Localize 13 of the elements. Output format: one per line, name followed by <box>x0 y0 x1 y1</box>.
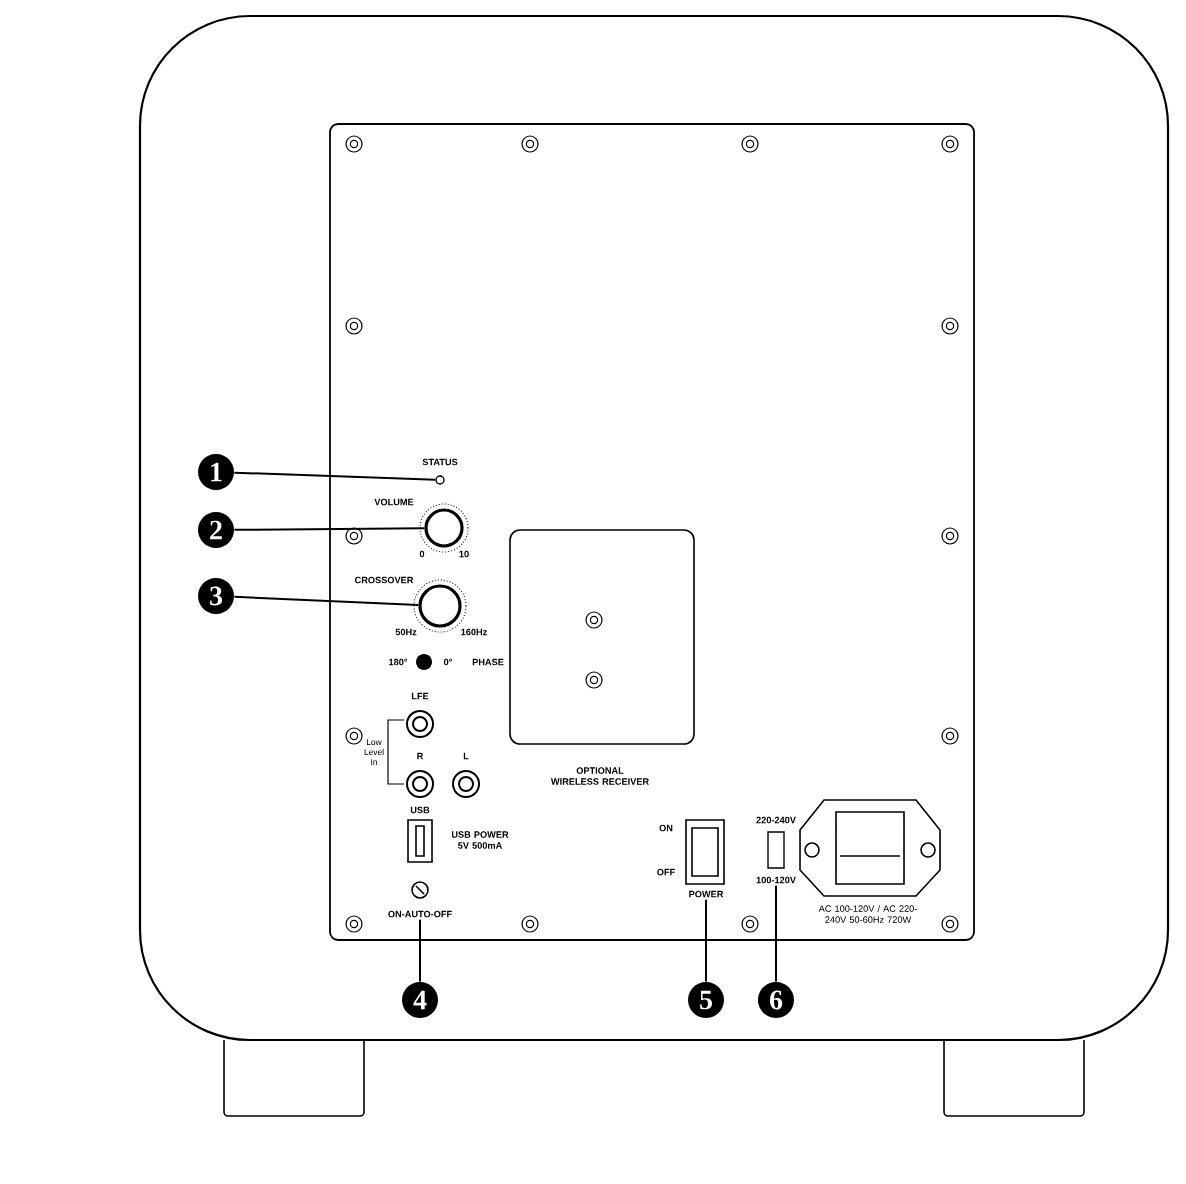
status-led <box>435 475 445 485</box>
callout-number: 2 <box>198 512 234 548</box>
callout-number: 1 <box>198 454 234 490</box>
leader-line <box>775 884 777 983</box>
callout-number: 6 <box>758 982 794 1018</box>
leader-line <box>233 595 420 607</box>
callout-number: 5 <box>688 982 724 1018</box>
leader-line <box>233 527 426 531</box>
leader-line <box>419 918 421 983</box>
leader-line <box>705 898 707 983</box>
callout-number: 4 <box>402 982 438 1018</box>
callout-number: 3 <box>198 578 234 614</box>
leader-line <box>233 471 437 481</box>
